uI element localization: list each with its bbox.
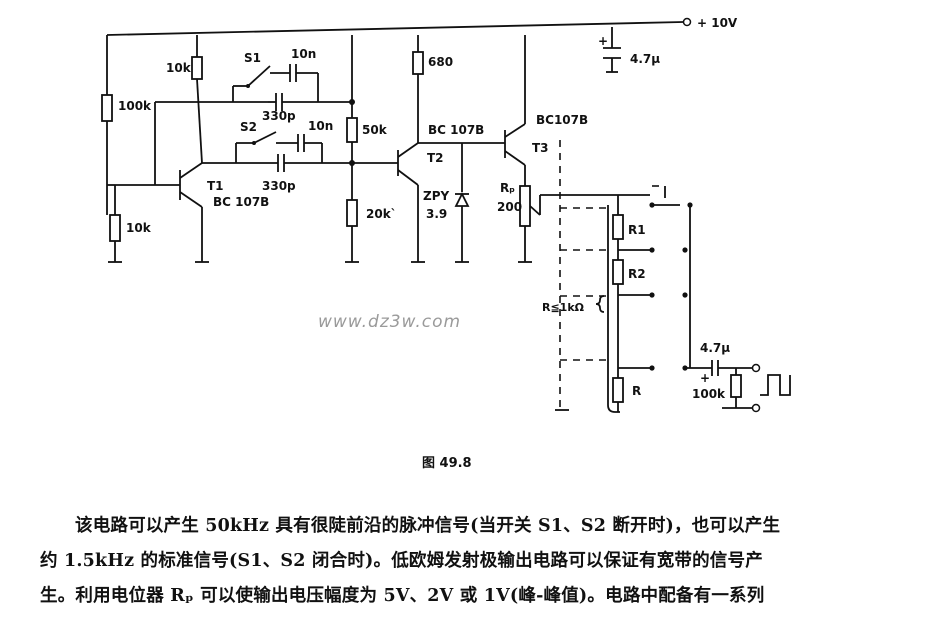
resistor-100k-out	[730, 374, 742, 398]
label-20k: 20k`	[366, 207, 397, 221]
cap-330p-1-label: 330p	[262, 109, 296, 123]
watermark: www.dz3w.com	[318, 312, 461, 332]
zener-diode: ZPY 3.9	[423, 143, 470, 263]
circuit-schematic: + 10V 100k 10k T1 BC 107B 10k S1	[101, 16, 791, 471]
shield-dashed	[555, 140, 612, 411]
out-cap-plus: +	[700, 371, 710, 385]
out-cap-label: 4.7μ	[700, 341, 730, 355]
resistor-r	[612, 377, 624, 403]
resistor-680	[412, 51, 424, 75]
body-paragraph: 该电路可以产生 50kHz 具有很陡前沿的脉冲信号(当开关 S1、S2 断开时)…	[40, 509, 902, 614]
resistor-20k	[346, 199, 358, 227]
resistor-10k-bottom	[109, 214, 121, 242]
supply-terminal	[682, 17, 692, 27]
r-label: R	[632, 384, 641, 398]
supply-rail: + 10V	[106, 16, 738, 185]
t2-name: T2	[427, 151, 444, 165]
output-stage: 4.7μ + 100k	[692, 341, 791, 413]
resistor-10k-top	[191, 56, 203, 80]
transistor-t3: BC107B T3	[504, 35, 588, 186]
output-divider: R1 R2 R R≦1kΩ	[542, 195, 650, 413]
r1-label: R1	[628, 223, 646, 237]
pot-value: 200	[497, 200, 522, 214]
zener-name: ZPY	[423, 189, 449, 203]
output-terminal-top	[751, 363, 761, 373]
t3-part: BC107B	[536, 113, 588, 127]
cap-10n-2-label: 10n	[308, 119, 333, 133]
supply-cap-plus: +	[598, 34, 608, 48]
body-line-2: 约 1.5kHz 的标准信号(S1、S2 闭合时)。低欧姆发射极输出电路可以保证…	[40, 551, 763, 571]
figure-caption: 图 49.8	[422, 456, 472, 471]
switch-s1-label: S1	[244, 51, 261, 65]
transistor-t1: T1 BC 107B	[179, 162, 269, 263]
r2-label: R2	[628, 267, 646, 281]
t1-part: BC 107B	[213, 195, 269, 209]
resistor-100k	[101, 94, 113, 122]
left-divider: 100k 10k	[101, 94, 180, 263]
resistor-50k	[346, 117, 358, 143]
body-line-3: 生。利用电位器 Rₚ 可以使输出电压幅度为 5V、2V 或 1V(峰-峰值)。电…	[40, 586, 765, 606]
label-10k-top: 10k	[166, 61, 192, 75]
s2-branch: S2 330p 10n	[202, 119, 352, 193]
transistor-t2: 680 BC 107B T2	[397, 35, 505, 263]
s1-branch: S1 10n 330p	[232, 47, 352, 123]
cap-10n-1-label: 10n	[291, 47, 316, 61]
cap-330p-2-label: 330p	[262, 179, 296, 193]
r-sum-note: R≦1kΩ	[542, 301, 585, 314]
resistor-r2	[612, 259, 624, 285]
output-terminal-bottom	[751, 403, 761, 413]
label-10k-bottom: 10k	[126, 221, 152, 235]
range-switch	[618, 185, 712, 371]
label-50k: 50k	[362, 123, 388, 137]
resistor-r1	[612, 214, 624, 240]
out-100k-label: 100k	[692, 387, 726, 401]
label-100k: 100k	[118, 99, 152, 113]
t1-name: T1	[207, 179, 224, 193]
middle-divider: 50k 20k`	[345, 35, 398, 263]
pot-name: Rₚ	[500, 181, 515, 195]
supply-capacitor: + 4.7μ	[598, 27, 660, 73]
zener-value: 3.9	[426, 207, 447, 221]
potentiometer-rp: Rₚ 200	[497, 181, 618, 263]
t3-name: T3	[532, 141, 549, 155]
body-line-1: 该电路可以产生 50kHz 具有很陡前沿的脉冲信号(当开关 S1、S2 断开时)…	[75, 516, 781, 536]
square-wave-icon	[760, 374, 791, 396]
supply-cap-label: 4.7μ	[630, 52, 660, 66]
supply-label: + 10V	[697, 16, 738, 30]
label-680: 680	[428, 55, 453, 69]
switch-s2-label: S2	[240, 120, 257, 134]
t2-part: BC 107B	[428, 123, 484, 137]
